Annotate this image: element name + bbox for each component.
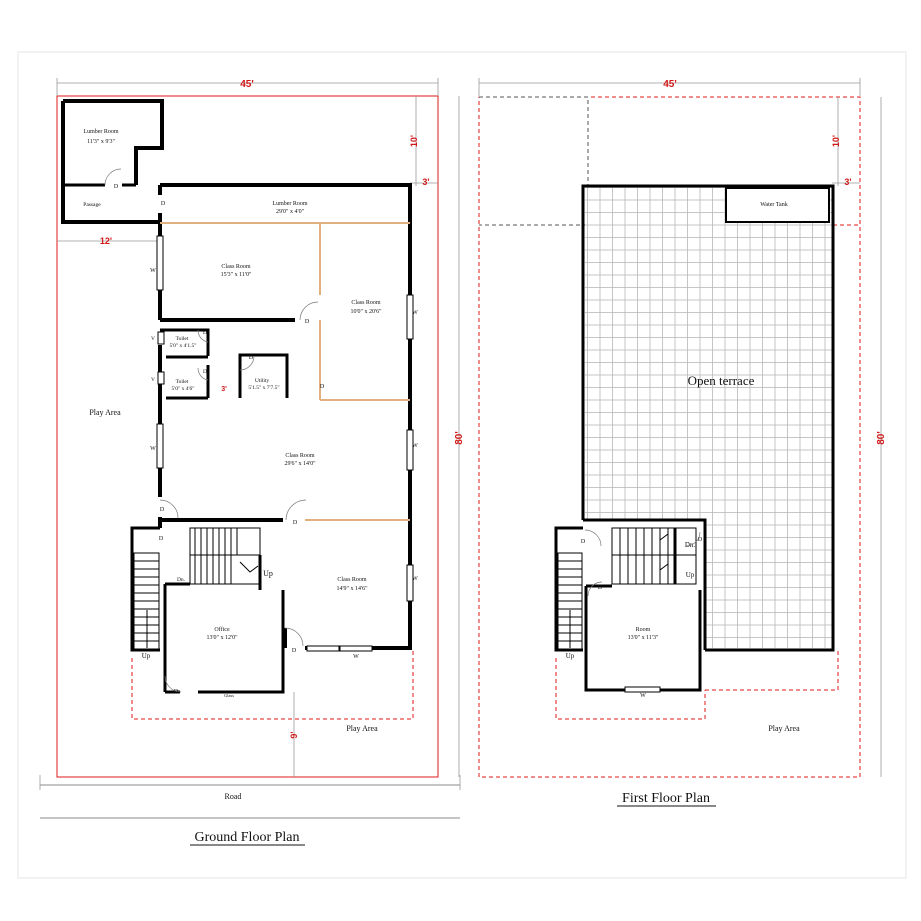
door-marker: D <box>698 537 703 543</box>
window-marker: W <box>412 576 418 582</box>
door-marker: D <box>160 507 165 513</box>
sheet-border <box>17 51 907 879</box>
room-label: Room <box>636 627 651 633</box>
first-outer-stair <box>554 526 583 652</box>
first-plot-boundary <box>478 96 861 778</box>
water-tank <box>725 187 830 223</box>
ground-outer-up-label: Up <box>142 652 151 660</box>
door-marker: D <box>320 384 325 390</box>
first-side-setback-dimension: 3' <box>844 177 851 187</box>
first-depth-dimension: 80' <box>876 431 887 445</box>
window-marker: W <box>412 310 418 316</box>
ground-outer-stair <box>130 526 160 652</box>
ground-rear-setback-dimension: 9' <box>289 731 299 738</box>
toilet-1-size: 5'0" x 4'1.5" <box>169 343 196 349</box>
open-terrace-label: Open terrace <box>688 373 755 388</box>
class-room-2-label: Class Room <box>351 300 381 306</box>
lumber-room-label: Lumber Room <box>272 201 307 207</box>
room-size: 13'0" x 11'3" <box>628 635 659 641</box>
door-marker: D <box>159 536 164 542</box>
window-marker: W <box>150 268 156 274</box>
door-marker: D <box>293 520 298 526</box>
ground-plot-boundary <box>56 95 439 778</box>
ground-lumber-offset-dimension: 12' <box>100 236 112 246</box>
ground-width-dimension: 45' <box>240 79 254 90</box>
ground-floor-title: Ground Floor Plan <box>195 830 300 845</box>
ventilator-marker: V <box>151 336 155 342</box>
class-room-1-label: Class Room <box>221 264 251 270</box>
toilet-2-label: Toilet <box>176 379 189 385</box>
door-marker: D <box>161 201 166 207</box>
ground-staircase <box>189 527 262 590</box>
toilet-1-label: Toilet <box>176 336 189 342</box>
office-size: 13'0" x 12'0" <box>206 635 238 641</box>
play-area-bottom-label: Play Area <box>346 724 378 733</box>
ground-gap-dimension: 3' <box>221 386 227 393</box>
class-room-4-label: Class Room <box>337 577 367 583</box>
utility-label: Utility <box>255 378 270 384</box>
ventilator-marker: V <box>151 377 155 383</box>
ground-side-setback-dimension: 3' <box>422 177 429 187</box>
play-area-left-label: Play Area <box>89 408 121 417</box>
first-floor-plan: 45' 80' 10' 3' Water Tank Open terrace <box>478 78 887 807</box>
first-staircase <box>611 527 697 585</box>
office-label: Office <box>214 626 230 633</box>
glass-label: Glass <box>224 693 234 698</box>
class-room-2-size: 10'0" x 20'6" <box>350 309 382 315</box>
ground-floor-plan: 45' 80' 10' 3' 12' 9' Lumber Room 11'3" … <box>39 78 465 846</box>
ground-front-setback-dimension: 10' <box>409 135 419 147</box>
ground-depth-dimension: 80' <box>454 431 465 445</box>
lumber-room-small-size: 11'3" x 9'3" <box>87 139 115 145</box>
door-marker: D <box>114 184 119 190</box>
toilet-2-size: 5'0" x 4'6" <box>172 386 195 392</box>
first-stair-up-label: Up <box>686 571 695 579</box>
window-marker: W <box>640 693 646 699</box>
window-marker: W <box>412 443 418 449</box>
class-room-3-label: Class Room <box>285 453 315 459</box>
door-marker: D <box>203 369 207 375</box>
door-marker: D <box>598 585 603 591</box>
class-room-4-size: 14'9" x 14'6" <box>336 586 368 592</box>
window-marker: W <box>353 654 359 660</box>
lumber-room-size: 29'0" x 4'0" <box>276 209 305 215</box>
first-floor-title: First Floor Plan <box>622 791 710 806</box>
first-front-setback-dimension: 10' <box>831 135 841 147</box>
class-room-3-size: 29'6" x 14'0" <box>284 461 316 467</box>
ground-stair-dn-label: Dn. <box>177 577 186 583</box>
first-play-area-label: Play Area <box>768 724 800 733</box>
window-marker: W <box>150 446 156 452</box>
lumber-room-small-label: Lumber Room <box>83 129 118 135</box>
door-marker: D <box>581 539 586 545</box>
door-marker: D <box>292 648 297 654</box>
door-marker: D <box>249 355 254 361</box>
first-outer-up-label: Up <box>566 652 575 660</box>
door-marker: D <box>203 330 207 336</box>
class-room-1-size: 15'3" x 11'0" <box>221 272 252 278</box>
road-label: Road <box>225 792 242 801</box>
utility-size: 5'1.5" x 7'7.5" <box>248 385 279 391</box>
door-marker: D <box>305 319 310 325</box>
water-tank-label: Water Tank <box>760 202 787 208</box>
first-stair-dn-label: Dn. <box>685 541 696 549</box>
door-marker: D <box>174 689 179 695</box>
ground-stair-up-label: Up <box>263 569 273 578</box>
first-width-dimension: 45' <box>663 79 677 90</box>
passage-label: Passage <box>83 202 101 208</box>
